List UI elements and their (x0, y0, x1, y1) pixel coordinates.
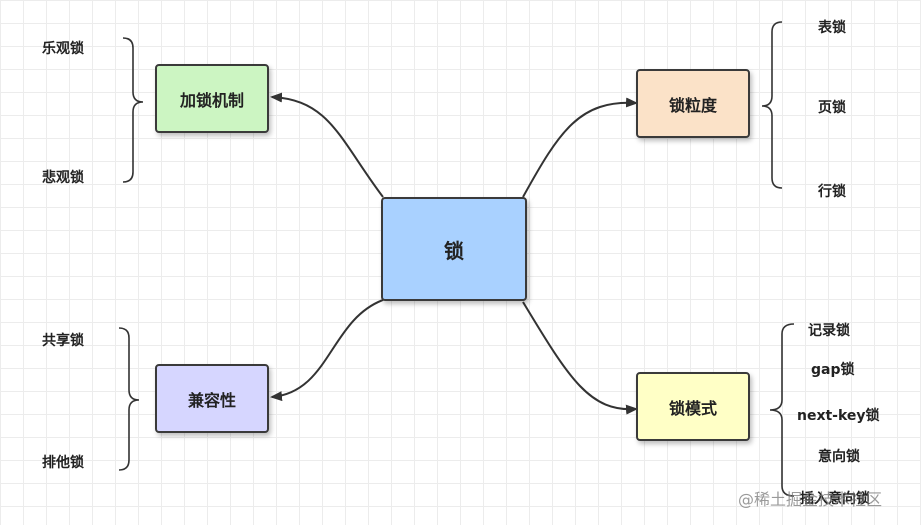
center-node-label: 锁 (444, 238, 464, 263)
brace-lock-mechanism (122, 37, 144, 183)
connector-to-compatibility (270, 299, 384, 402)
node-lock-granularity: 锁粒度 (636, 69, 750, 138)
connector-to-granularity (522, 97, 638, 198)
leaf-row-lock: 行锁 (818, 184, 846, 200)
brace-mode (769, 323, 795, 497)
connector-to-lock-mechanism (270, 92, 384, 198)
watermark: @稀土掘金技术社区 (738, 490, 883, 509)
connector-to-mode (522, 301, 638, 415)
brace-compatibility (118, 327, 140, 471)
center-node-lock: 锁 (381, 197, 527, 301)
node-compatibility: 兼容性 (155, 364, 269, 433)
node-compatibility-label: 兼容性 (187, 390, 236, 410)
leaf-record-lock: 记录锁 (808, 323, 850, 339)
leaf-insert-intention-lock: 插入意向锁 (800, 491, 870, 507)
node-lock-granularity-label: 锁粒度 (668, 95, 717, 115)
node-lock-mechanism: 加锁机制 (155, 64, 269, 133)
leaf-optimistic-lock: 乐观锁 (42, 41, 84, 57)
leaf-next-key-lock: next-key锁 (797, 408, 880, 424)
leaf-pessimistic-lock: 悲观锁 (42, 170, 84, 186)
node-lock-mode-label: 锁模式 (668, 398, 717, 418)
leaf-exclusive-lock: 排他锁 (42, 455, 84, 471)
node-lock-mechanism-label: 加锁机制 (179, 90, 244, 110)
leaf-gap-lock: gap锁 (811, 362, 855, 378)
leaf-intention-lock: 意向锁 (818, 449, 860, 465)
node-lock-mode: 锁模式 (636, 372, 750, 441)
leaf-shared-lock: 共享锁 (42, 333, 84, 349)
brace-granularity (761, 21, 783, 189)
leaf-table-lock: 表锁 (818, 20, 846, 36)
leaf-page-lock: 页锁 (818, 100, 846, 116)
